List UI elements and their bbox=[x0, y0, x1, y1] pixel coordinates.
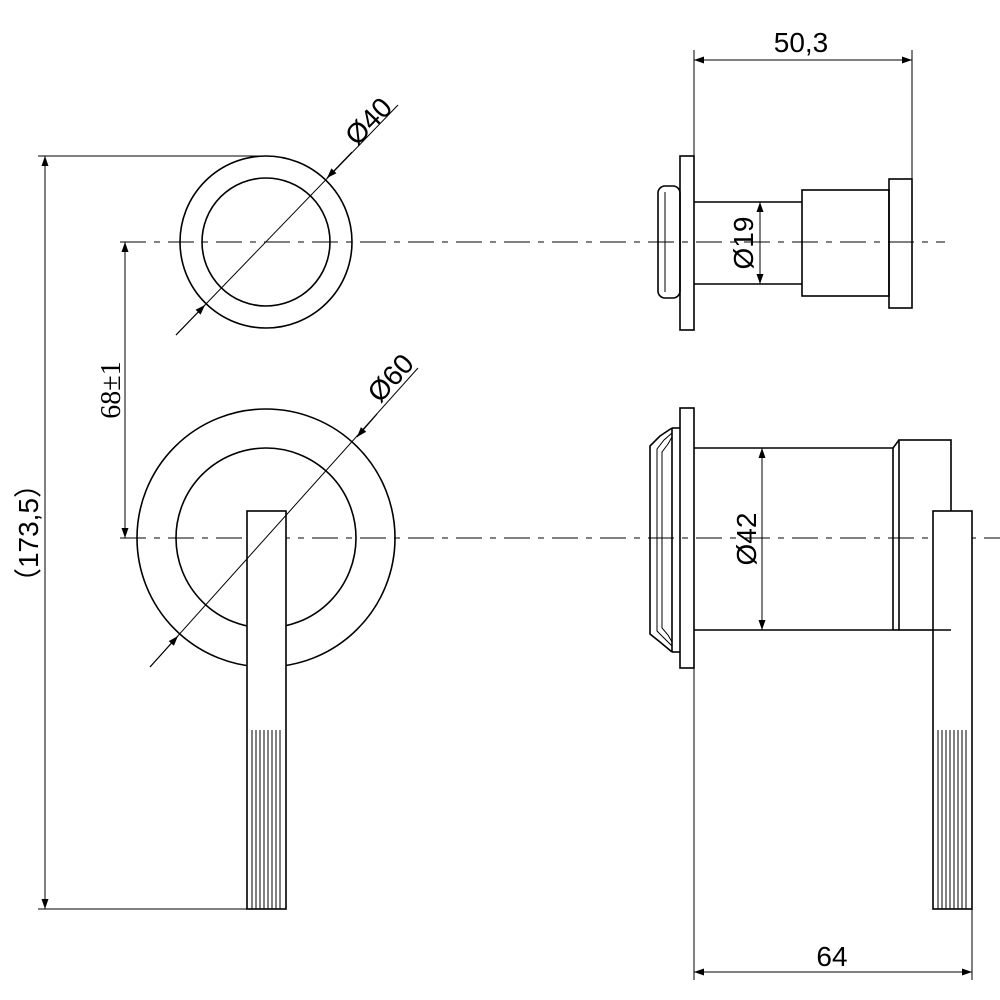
lever-side-knurling bbox=[937, 730, 967, 909]
dim-width-50-3: 50,3 bbox=[693, 27, 913, 179]
dim-spacing-68: 68±1 bbox=[96, 242, 129, 538]
mixer-side-view bbox=[649, 407, 973, 910]
dim-width-64: 64 bbox=[693, 668, 973, 980]
diverter-side-view bbox=[657, 155, 913, 331]
dim-dia-40-label: Ø40 bbox=[339, 92, 398, 152]
dim-width-64-label: 64 bbox=[816, 941, 847, 972]
dim-dia-42: Ø42 bbox=[731, 448, 766, 630]
center-lines bbox=[120, 241, 1000, 539]
dim-dia-19: Ø19 bbox=[728, 202, 764, 284]
dim-dia-60-label: Ø60 bbox=[361, 348, 419, 408]
dim-height-173-5: （173,5） bbox=[13, 155, 266, 910]
dim-height-173-5-label: （173,5） bbox=[13, 470, 44, 596]
dim-width-50-3-label: 50,3 bbox=[774, 27, 829, 58]
lever-knurling bbox=[251, 730, 281, 909]
mixer-trim-front-view bbox=[136, 408, 396, 910]
dim-dia-42-label: Ø42 bbox=[731, 513, 762, 566]
dim-dia-19-label: Ø19 bbox=[728, 217, 759, 270]
dim-spacing-68-label: 68±1 bbox=[96, 361, 127, 418]
